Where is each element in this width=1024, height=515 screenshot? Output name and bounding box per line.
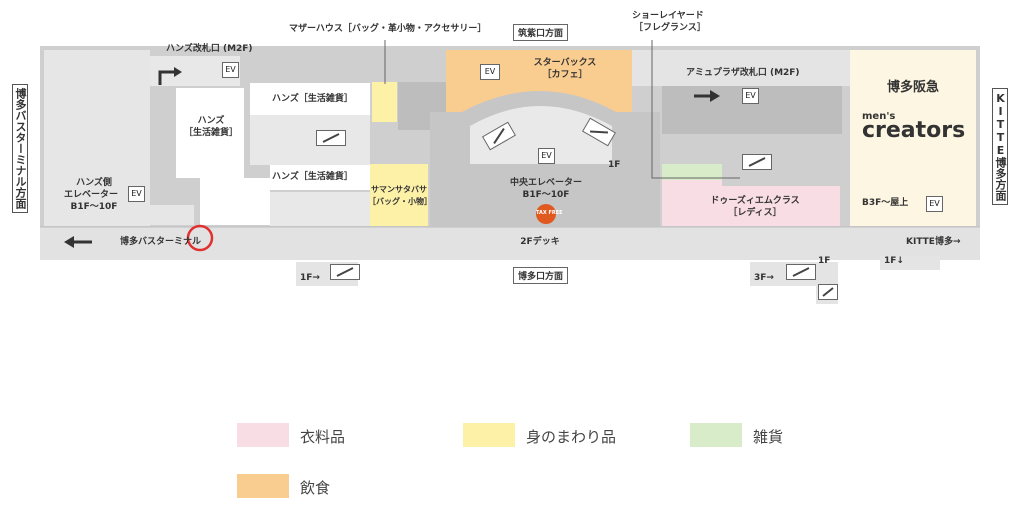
legend-label-food: 飲食 (300, 479, 331, 497)
legend-label-clothing: 衣料品 (300, 428, 346, 446)
callout-show-layard-sub: ［フレグランス］ (634, 23, 706, 33)
legend-swatch-accessories (463, 423, 515, 447)
deck-area (40, 227, 980, 260)
floor-mark-3f: 3F→ (754, 273, 774, 283)
arrow-left-icon (64, 236, 92, 248)
doors-label: ドゥーズィエムクラス (710, 196, 800, 206)
hands-goods-mid-label: ハンズ［生活雑貨］ (272, 172, 353, 182)
hands-goods-mid-area (270, 165, 370, 190)
hakyu-area (850, 50, 976, 226)
tag-chikushi-exit: 筑紫口方面 (513, 24, 569, 41)
bus-terminal-label: 博多バスターミナル (120, 237, 202, 247)
escalator-icon (786, 264, 816, 280)
deck-label: 2Fデッキ (520, 237, 560, 247)
side-label-kitte: KITTE博多方面 (992, 88, 1008, 205)
legend-label-goods: 雑貨 (753, 428, 784, 446)
central-elevator-floors: B1F～10F (522, 190, 570, 200)
amu-gate-label: アミュプラザ改札口 (M2F) (686, 68, 800, 78)
hands-goods-top-area (250, 83, 370, 115)
tax-free-label: TAX FREE (536, 210, 563, 216)
central-hall (470, 106, 612, 164)
legend-label-accessories: 身のまわり品 (526, 428, 617, 446)
hakyu-label: 博多阪急 (886, 80, 939, 95)
hands-main-area (176, 88, 244, 178)
mother-house-area (372, 82, 397, 122)
callout-show-layard: ショーレイヤード (632, 11, 704, 21)
current-location-marker (186, 224, 214, 252)
elevator-icon: EV (926, 196, 943, 212)
floor-mark-1f: 1F→ (300, 273, 320, 283)
elevator-icon: EV (222, 62, 239, 78)
starbucks-sub: ［カフェ］ (542, 70, 588, 80)
central-elevator-label: 中央エレベーター (509, 178, 582, 188)
mens-creators-small: men's (862, 111, 896, 122)
starbucks-label: スターバックス (533, 58, 597, 68)
side-label-bus-terminal: 博多バスターミナル方面 (12, 84, 28, 213)
escalator-icon (818, 284, 838, 300)
elevator-icon: EV (538, 148, 555, 164)
floor-mark-1f: 1F↓ (884, 256, 904, 266)
hands-elevator-label: ハンズ側 (76, 178, 112, 188)
escalator-icon (316, 130, 346, 146)
hands-elevator-label-2: エレベーター (63, 190, 118, 200)
turn-arrow-icon (158, 70, 174, 85)
hakyu-floors: B3F～屋上 (862, 198, 909, 208)
hands-gate-label: ハンズ改札口 (M2F) (166, 44, 253, 54)
floor-map (40, 40, 980, 304)
elevator-icon: EV (742, 88, 759, 104)
tag-hakata-exit: 博多口方面 (513, 267, 569, 284)
samantha-sub: ［バッグ・小物］ (368, 197, 432, 206)
floor-mark-1f: 1F (818, 256, 831, 266)
legend-swatch-goods (690, 423, 742, 447)
elevator-icon: EV (128, 186, 145, 202)
samantha-area (370, 164, 428, 226)
legend-swatch-clothing (237, 423, 289, 447)
hands-goods-top-label: ハンズ［生活雑貨］ (272, 94, 353, 104)
elevator-icon: EV (480, 64, 500, 80)
doors-sub: ［レディス］ (728, 208, 782, 218)
escalator-icon (582, 117, 616, 147)
floor-mark-1f: 1F (608, 160, 621, 170)
callout-mother-house: マザーハウス［バッグ・革小物・アクセサリー］ (289, 24, 487, 34)
escalator-icon (482, 121, 516, 151)
amu-gate-area (632, 50, 850, 86)
hands-main-label: ハンズ (197, 116, 225, 126)
mens-creators-logo: creators (862, 118, 966, 143)
hands-elevator-floors: B1F～10F (70, 202, 118, 212)
arrow-right-icon (694, 90, 720, 102)
hands-main-sub: ［生活雑貨］ (183, 128, 238, 138)
kitte-label: KITTE博多→ (906, 237, 961, 247)
escalator-icon (742, 154, 772, 170)
samantha-label: サマンサタバサ (371, 185, 427, 194)
escalator-icon (330, 264, 360, 280)
tax-free-badge (536, 204, 556, 224)
legend-swatch-food (237, 474, 289, 498)
